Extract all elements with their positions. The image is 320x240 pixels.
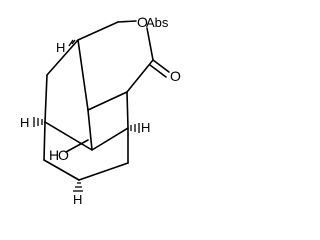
bond-c7-o	[117, 20, 137, 23]
h-label-top: H	[56, 40, 65, 55]
h-label-right: H	[141, 120, 150, 135]
stereo-h-labels: H H H H	[20, 40, 150, 207]
ring-oxygen-label: O	[137, 14, 148, 30]
hash-wedge-top	[68, 39, 79, 47]
bond-c8-c9	[126, 59, 154, 93]
h-label-left: H	[20, 115, 29, 130]
hash-wedge-left	[33, 117, 43, 127]
bond-c2-c3	[44, 74, 48, 123]
bond-c5-c6	[78, 162, 129, 181]
bond-cq-c11	[87, 109, 93, 151]
hash-wedge-bottom	[73, 182, 83, 192]
stereo-wedges	[33, 39, 140, 192]
molecule-drawing: O Abs O H O H H H H	[20, 14, 181, 207]
bond-c9-cq	[87, 91, 128, 111]
bond-c8-o-double-b	[149, 64, 167, 78]
skeleton-bonds	[43, 20, 170, 181]
bond-c10-c11	[91, 127, 129, 151]
bond-c8-o-double-a	[152, 59, 170, 73]
hydroxyl-oxygen-label: O	[58, 147, 69, 163]
bond-c10-c9	[126, 91, 129, 129]
abs-stereo-flag: Abs	[146, 15, 169, 30]
molecule-structure-figure: O Abs O H O H H H H	[20, 14, 181, 207]
hydroxyl-hydrogen-label: H	[49, 147, 59, 163]
carbonyl-oxygen-label: O	[170, 68, 181, 84]
bond-o-c8	[146, 27, 154, 61]
bond-c4-c5	[43, 159, 80, 181]
h-label-bottom: H	[73, 192, 82, 207]
atom-labels: O Abs O H O	[49, 14, 181, 163]
bond-c3-c11	[44, 121, 93, 151]
hash-wedge-right	[130, 123, 140, 133]
bond-c11-o	[65, 139, 89, 153]
bond-c1-c2	[46, 39, 79, 76]
bond-c1-c7	[77, 21, 119, 41]
bond-c3-c4	[43, 121, 46, 161]
bond-c1-cq	[77, 39, 89, 111]
